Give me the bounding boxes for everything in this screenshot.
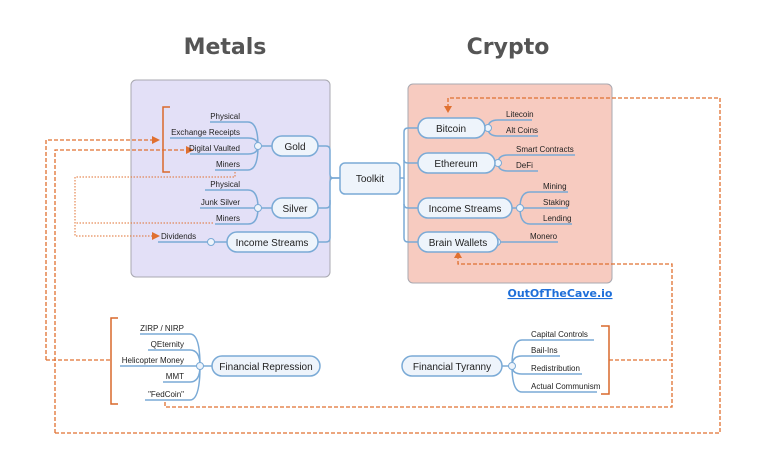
leaf-silver-miners: Miners	[216, 214, 240, 223]
leaf-capital-controls: Capital Controls	[531, 330, 588, 339]
leaf-labels: Physical Exchange Receipts Digital Vault…	[122, 110, 601, 399]
crypto-title: Crypto	[467, 35, 550, 60]
leaf-defi: DeFi	[516, 161, 533, 170]
leaf-gold-exchange-receipts: Exchange Receipts	[171, 128, 240, 137]
dotted-lines	[74, 172, 236, 237]
gold-label: Gold	[284, 142, 305, 153]
leaf-fedcoin: "FedCoin"	[148, 390, 184, 399]
leaf-helicopter-money: Helicopter Money	[122, 356, 184, 365]
connectors	[120, 119, 597, 401]
leaf-smart-contracts: Smart Contracts	[516, 145, 574, 154]
tyranny-label: Financial Tyranny	[413, 362, 491, 373]
silver-label: Silver	[282, 204, 308, 215]
metals-region	[130, 79, 331, 278]
node-brain-wallets[interactable]: Brain Wallets	[417, 231, 499, 253]
ethereum-label: Ethereum	[434, 159, 477, 170]
repression-label: Financial Repression	[219, 362, 312, 373]
arrowheads	[152, 106, 462, 258]
leaf-bail-ins: Bail-Ins	[531, 346, 558, 355]
leaf-mmt: MMT	[166, 372, 184, 381]
leaf-staking: Staking	[543, 198, 570, 207]
brain-wallets-label: Brain Wallets	[429, 238, 488, 249]
leaf-redistribution: Redistribution	[531, 364, 580, 373]
node-gold[interactable]: Gold	[271, 135, 319, 157]
node-toolkit[interactable]: Toolkit	[339, 162, 401, 195]
leaf-mining: Mining	[543, 182, 567, 191]
relation-lines	[45, 97, 721, 434]
leaf-lending: Lending	[543, 214, 571, 223]
leaf-gold-miners: Miners	[216, 160, 240, 169]
node-silver[interactable]: Silver	[271, 197, 319, 219]
node-crypto-income[interactable]: Income Streams	[417, 197, 513, 219]
leaf-actual-communism: Actual Communism	[531, 382, 601, 391]
leaf-qeternity: QEternity	[151, 340, 184, 349]
leaf-zirp: ZIRP / NIRP	[140, 324, 184, 333]
node-ethereum[interactable]: Ethereum	[417, 152, 496, 174]
metals-income-label: Income Streams	[236, 238, 309, 249]
crypto-income-label: Income Streams	[429, 204, 502, 215]
leaf-monero: Monero	[530, 232, 558, 241]
node-bitcoin[interactable]: Bitcoin	[417, 117, 486, 139]
node-financial-repression[interactable]: Financial Repression	[211, 355, 321, 377]
leaf-gold-digital-vaulted: Digital Vaulted	[189, 144, 240, 153]
node-metals-income[interactable]: Income Streams	[226, 231, 319, 253]
bitcoin-label: Bitcoin	[436, 124, 466, 135]
leaf-dividends: Dividends	[161, 232, 196, 241]
node-financial-tyranny[interactable]: Financial Tyranny	[401, 355, 503, 377]
leaf-litecoin: Litecoin	[506, 110, 534, 119]
brand-link[interactable]: OutOfTheCave.io	[507, 287, 612, 300]
toolkit-label: Toolkit	[356, 174, 385, 185]
leaf-alt-coins: Alt Coins	[506, 126, 538, 135]
leaf-silver-physical: Physical	[210, 180, 240, 189]
leaf-silver-junk: Junk Silver	[201, 198, 240, 207]
leaf-gold-physical: Physical	[210, 112, 240, 121]
metals-title: Metals	[184, 35, 267, 60]
